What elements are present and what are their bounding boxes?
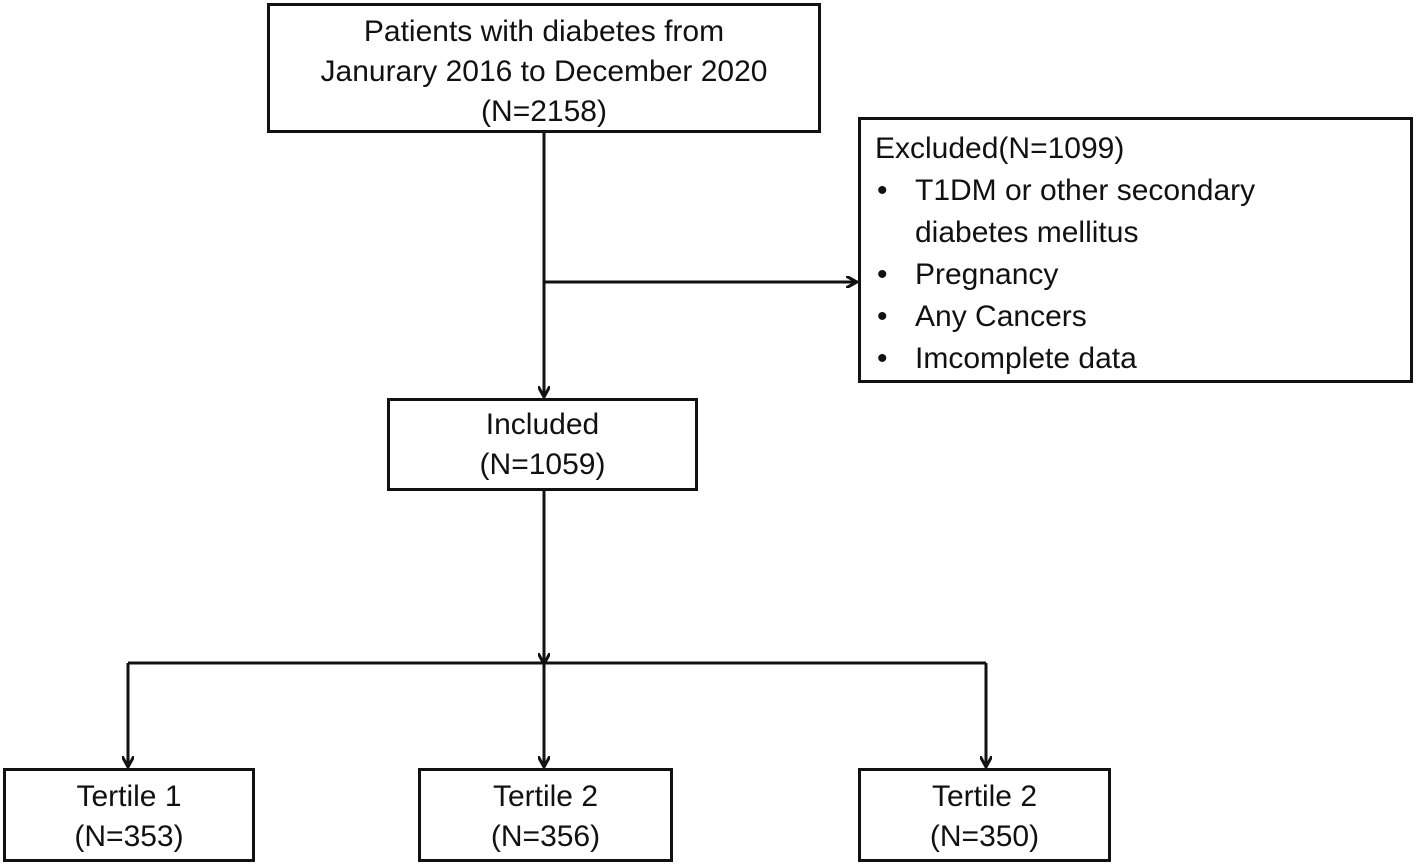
bullet-icon: •	[877, 342, 888, 375]
exclusion-item: • Pregnancy	[875, 254, 1410, 296]
tertile-label: Tertile 2	[931, 780, 1038, 813]
tertile-count: (N=353)	[74, 820, 184, 853]
included-count: (N=1059)	[479, 448, 606, 481]
exclusion-item: • T1DM or other secondary diabetes melli…	[875, 170, 1410, 254]
bullet-icon: •	[877, 174, 888, 207]
source-line-2: Janurary 2016 to December 2020	[320, 55, 768, 88]
tertile-3-box: Tertile 2 (N=350)	[858, 768, 1111, 862]
bullet-icon: •	[877, 258, 888, 291]
excluded-title: Excluded(N=1099)	[875, 132, 1125, 165]
bullet-icon: •	[877, 300, 888, 333]
tertile-1-box: Tertile 1 (N=353)	[3, 768, 255, 862]
source-line-1: Patients with diabetes from	[363, 15, 725, 48]
exclusion-item-line: diabetes mellitus	[915, 216, 1139, 249]
tertile-count: (N=356)	[490, 820, 601, 853]
tertile-2-box: Tertile 2 (N=356)	[418, 768, 673, 862]
exclusion-item: • Imcomplete data	[875, 338, 1410, 380]
exclusion-item-line: Imcomplete data	[915, 342, 1137, 375]
tertile-label: Tertile 1	[76, 780, 182, 813]
source-population-box: Patients with diabetes from Janurary 201…	[267, 3, 821, 133]
exclusion-item-line: T1DM or other secondary	[915, 174, 1256, 207]
included-box: Included (N=1059)	[387, 398, 698, 491]
included-label: Included	[485, 408, 600, 441]
source-count: (N=2158)	[481, 95, 607, 128]
tertile-count: (N=350)	[929, 820, 1040, 853]
exclusion-criteria-list: • T1DM or other secondary diabetes melli…	[875, 170, 1410, 380]
tertile-label: Tertile 2	[492, 780, 599, 813]
exclusion-item-line: Any Cancers	[915, 300, 1087, 333]
exclusion-item-line: Pregnancy	[915, 258, 1059, 291]
exclusion-item: • Any Cancers	[875, 296, 1410, 338]
excluded-box: Excluded(N=1099) • T1DM or other seconda…	[858, 117, 1413, 383]
